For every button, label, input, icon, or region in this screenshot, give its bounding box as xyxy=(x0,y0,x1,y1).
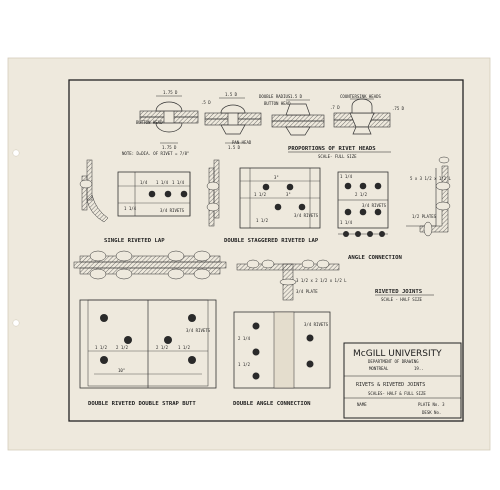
double-radius-head xyxy=(271,103,325,136)
single-riveted-lap: 1/4 1 1/4 1 1/4 1 1/4 3/4 RIVETS SINGLE … xyxy=(79,159,191,244)
drawing-border xyxy=(68,79,464,422)
dim-label: 1 1/4 xyxy=(172,180,185,185)
angle-connection-title: ANGLE CONNECTION xyxy=(348,255,403,261)
butt-joint-section xyxy=(73,250,227,280)
double-butt-title: DOUBLE RIVETED DOUBLE STRAP BUTT xyxy=(88,401,196,407)
title-block: McGILL UNIVERSITY DEPARTMENT OF DRAWING … xyxy=(343,342,462,419)
dim-label: 1.5 D xyxy=(290,94,303,99)
dim-label: 2 1/2 xyxy=(156,345,169,350)
dim-label: 1 1/2 xyxy=(256,218,269,223)
button-head-1 xyxy=(139,101,199,133)
double-staggered-lap: 3" 3" 1 1/2 1 1/2 3/4 RIVETS DOUBLE STAG… xyxy=(206,159,321,244)
angle-size-label: 3 1/2 x 2 1/2 x 1/2 L xyxy=(296,278,347,283)
dim-label: 1.75 D xyxy=(163,90,178,95)
dim-label: 1.5 D xyxy=(225,92,238,97)
dim-label: 1 1/4 xyxy=(156,180,169,185)
rivet-note: NOTE: D=DIA. OF RIVET = 7/8" xyxy=(122,151,189,156)
button-head-label-2: BUTTON HEAD xyxy=(264,101,291,106)
double-angle-plan: 3/4 RIVETS 2 1/4 1 1/2 DOUBLE ANGLE CONN… xyxy=(233,311,331,407)
dim-label: 3" xyxy=(274,175,279,180)
rivets-label: 3/4 RIVETS xyxy=(304,322,329,327)
year: 19.. xyxy=(414,366,424,371)
plate-number: PLATE No. 3 xyxy=(418,402,445,407)
pan-head-label: PAN HEAD xyxy=(232,140,252,145)
university-name: McGILL UNIVERSITY xyxy=(353,349,442,359)
rivet-heads-scale: SCALE- FULL SIZE xyxy=(318,154,357,159)
rivets-label: 3/4 RIVETS xyxy=(362,203,387,208)
riveted-joints-title: RIVETED JOINTS xyxy=(375,289,423,295)
dim-label: 1 1/2 xyxy=(95,345,108,350)
single-lap-title: SINGLE RIVETED LAP xyxy=(104,238,165,244)
double-strap-butt: 1 1/2 2 1/2 2 1/2 1 1/2 3/4 RIVETS 10" D… xyxy=(79,299,217,407)
countersunk-head xyxy=(333,98,391,135)
dim-label: 1.5 D xyxy=(228,145,241,150)
dim-label: 1 1/4 xyxy=(124,206,137,211)
riveted-joints-scale: SCALE - HALF SIZE xyxy=(381,297,423,302)
dim-label: 1 1/4 xyxy=(340,220,353,225)
punch-hole-top xyxy=(12,149,20,157)
button-head-label: BUTTON HEAD xyxy=(136,120,163,125)
dim-label: 2 1/2 xyxy=(355,192,368,197)
dim-label: 1 1/2 xyxy=(238,362,251,367)
angle-size-label: 5 x 3 1/2 x 1/2 L xyxy=(410,176,452,181)
double-angle-section: 3 1/2 x 2 1/2 x 1/2 L 3/4 PLATE xyxy=(236,259,347,301)
dim-label: 1 1/2 xyxy=(254,192,267,197)
rivet-heads-section: 1.75 D 1.5 D 1.75 D 1.5 D 1.5 D .5 D .7 … xyxy=(122,90,405,159)
dim-label: 2 1/2 xyxy=(116,345,129,350)
plate-label: 3/4 PLATE xyxy=(296,289,318,294)
double-radius-label: DOUBLE RADIUS xyxy=(259,94,291,99)
desk-number: DESK No. xyxy=(422,410,441,415)
scales-text: SCALES- HALF & FULL SIZE xyxy=(368,391,426,396)
dim-label: 1 1/2 xyxy=(178,345,191,350)
rivets-label: 3/4 RIVETS xyxy=(186,328,211,333)
dim-label: 10" xyxy=(118,368,125,373)
dim-label: 1 1/4 xyxy=(340,174,353,179)
dim-label: .7 D xyxy=(330,105,340,110)
dim-label: .5 D xyxy=(201,100,211,105)
dim-label: 3" xyxy=(286,192,291,197)
dim-label: 2 1/4 xyxy=(238,336,251,341)
punch-hole-bottom xyxy=(12,319,20,327)
city: MONTREAL xyxy=(369,366,389,371)
department: DEPARTMENT OF DRAWING xyxy=(368,359,419,364)
countersunk-label: COUNTERSINK HEADS xyxy=(340,94,382,99)
rivets-label: 3/4 RIVETS xyxy=(294,213,319,218)
dim-label: 1.75 D xyxy=(162,145,177,150)
drawing-title: RIVETS & RIVETED JOINTS xyxy=(356,382,425,388)
plate-label: 1/2 PLATES xyxy=(412,214,437,219)
button-head-2 xyxy=(204,104,262,135)
rivet-heads-title: PROPORTIONS OF RIVET HEADS xyxy=(288,146,376,152)
dim-label: .75 D xyxy=(392,106,405,111)
dim-label: 1/4 xyxy=(140,180,148,185)
rivets-label: 3/4 RIVETS xyxy=(160,208,185,213)
double-staggered-title: DOUBLE STAGGERED RIVETED LAP xyxy=(224,238,319,244)
angle-connection: 2 1/2 1 1/4 1 1/4 3/4 RIVETS ANGLE CONNE… xyxy=(337,156,452,261)
name-label: NAME xyxy=(357,402,367,407)
double-angle-title: DOUBLE ANGLE CONNECTION xyxy=(233,401,311,407)
